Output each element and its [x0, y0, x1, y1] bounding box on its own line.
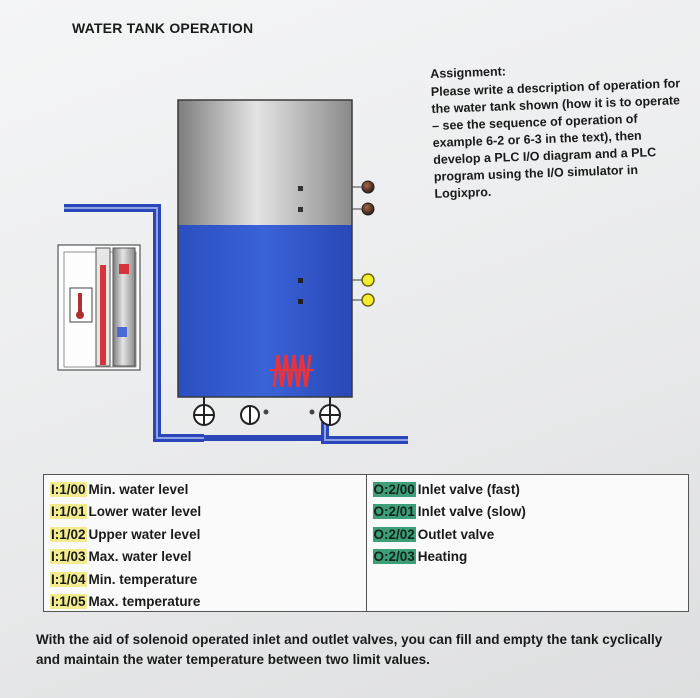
input-label: Upper water level: [88, 526, 201, 542]
output-label: Inlet valve (slow): [417, 504, 526, 520]
output-address: O:2/01: [372, 504, 416, 520]
output-address: O:2/03: [372, 549, 416, 565]
thermometer-panel: [57, 244, 141, 371]
outlet-pipe: [204, 422, 408, 444]
page-title: WATER TANK OPERATION: [72, 20, 254, 36]
output-label: Heating: [417, 549, 468, 565]
water-tank: [177, 99, 353, 398]
input-address: I:1/05: [50, 594, 87, 610]
water-tank-diagram: [57, 99, 408, 444]
input-label: Lower water level: [88, 504, 202, 520]
input-address: I:1/03: [50, 549, 87, 565]
input-address: I:1/02: [50, 526, 87, 542]
input-address: I:1/01: [50, 504, 87, 520]
footer-description: With the aid of solenoid operated inlet …: [36, 632, 663, 667]
level-indicators: [352, 180, 375, 307]
valves: [193, 397, 341, 426]
output-label: Inlet valve (fast): [417, 481, 520, 497]
inlet-pipe: [64, 204, 204, 442]
output-label: Outlet valve: [417, 526, 495, 542]
input-label: Min. water level: [88, 481, 189, 497]
input-label: Max. water level: [88, 549, 192, 565]
input-address: I:1/00: [50, 481, 87, 497]
output-address: O:2/02: [372, 526, 416, 542]
heater-coil: [270, 354, 314, 388]
input-address: I:1/04: [50, 571, 87, 587]
input-label: Max. temperature: [88, 594, 201, 610]
input-label: Min. temperature: [88, 571, 198, 587]
output-address: O:2/00: [372, 481, 416, 497]
